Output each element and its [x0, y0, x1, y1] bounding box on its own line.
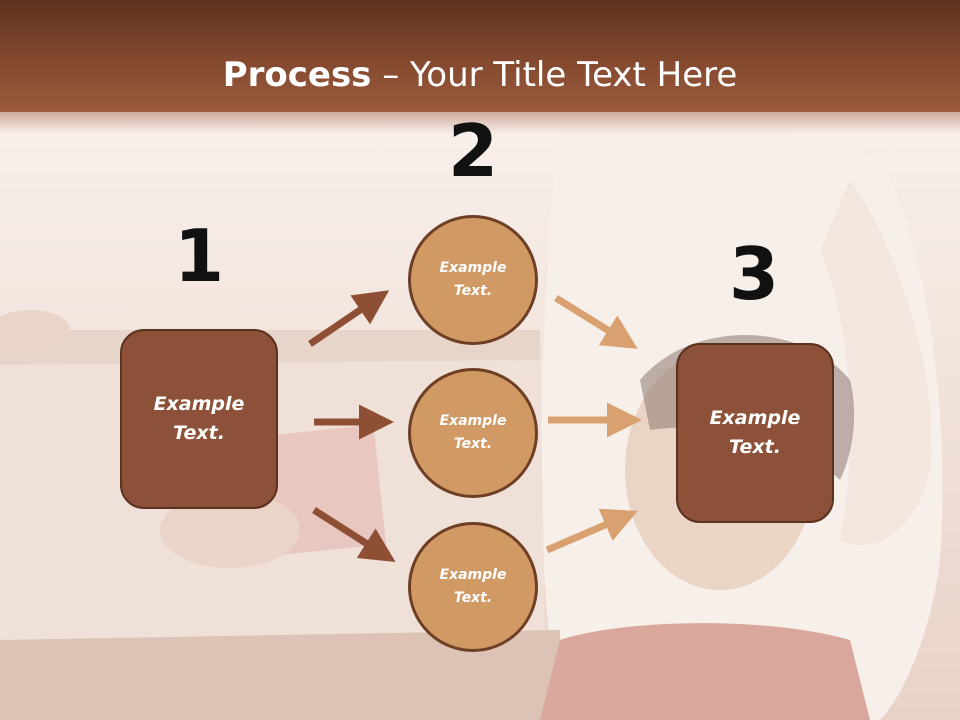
- arrow-1-to-circle-bottom: [312, 507, 396, 563]
- title-rest: – Your Title Text Here: [371, 55, 738, 95]
- slide-title: Process – Your Title Text Here: [0, 52, 960, 98]
- step-3-text-line2: Text.: [729, 436, 781, 458]
- title-bold: Process: [222, 55, 372, 95]
- circle-bottom: Example Text.: [408, 522, 538, 652]
- circle-top-text-line2: Text.: [453, 283, 493, 299]
- circle-middle-text-line1: Example: [439, 413, 507, 429]
- step-3-box: Example Text.: [676, 343, 834, 523]
- step-1-text-line1: Example: [153, 393, 245, 415]
- arrow-1-to-circle-top: [308, 290, 390, 347]
- title-bar: [0, 0, 960, 112]
- arrow-circle-top-to-3: [554, 295, 638, 349]
- circle-bottom-text-line2: Text.: [453, 590, 493, 606]
- title-bar-shadow: [0, 108, 960, 134]
- circle-middle-text-line2: Text.: [453, 436, 493, 452]
- circle-top: Example Text.: [408, 215, 538, 345]
- circle-middle: Example Text.: [408, 368, 538, 498]
- step-1-box: Example Text.: [120, 329, 278, 509]
- step-3-text-line1: Example: [709, 407, 801, 429]
- step-number-2: 2: [447, 109, 499, 193]
- circle-top-text-line1: Example: [439, 260, 507, 276]
- arrow-circle-bottom-to-3: [545, 508, 638, 554]
- step-number-3: 3: [728, 232, 780, 316]
- circle-bottom-text-line1: Example: [439, 567, 507, 583]
- step-1-text-line2: Text.: [173, 422, 225, 444]
- step-number-1: 1: [173, 214, 225, 298]
